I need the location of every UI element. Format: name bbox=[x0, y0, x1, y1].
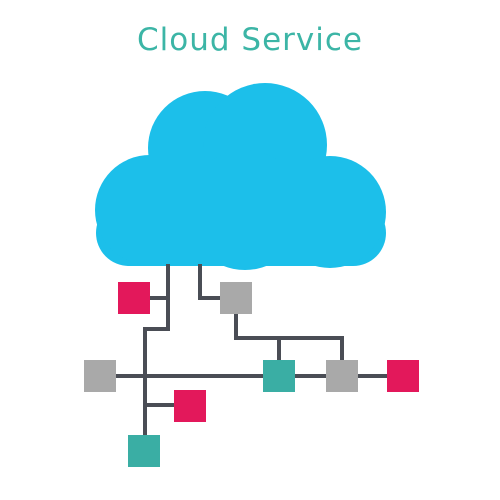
node-gray-right bbox=[326, 360, 358, 392]
node-gray-top bbox=[220, 282, 252, 314]
connector-trunk-right bbox=[198, 264, 222, 300]
cloud-icon bbox=[95, 83, 386, 270]
node-teal-bottom bbox=[128, 435, 160, 467]
network-nodes bbox=[84, 282, 419, 467]
node-pink-top-left bbox=[118, 282, 150, 314]
node-teal-mid bbox=[263, 360, 295, 392]
node-gray-left bbox=[84, 360, 116, 392]
page-title: Cloud Service bbox=[137, 22, 363, 58]
connector-gray-top-branch bbox=[234, 312, 344, 362]
node-pink-right bbox=[387, 360, 419, 392]
node-pink-mid bbox=[174, 390, 206, 422]
